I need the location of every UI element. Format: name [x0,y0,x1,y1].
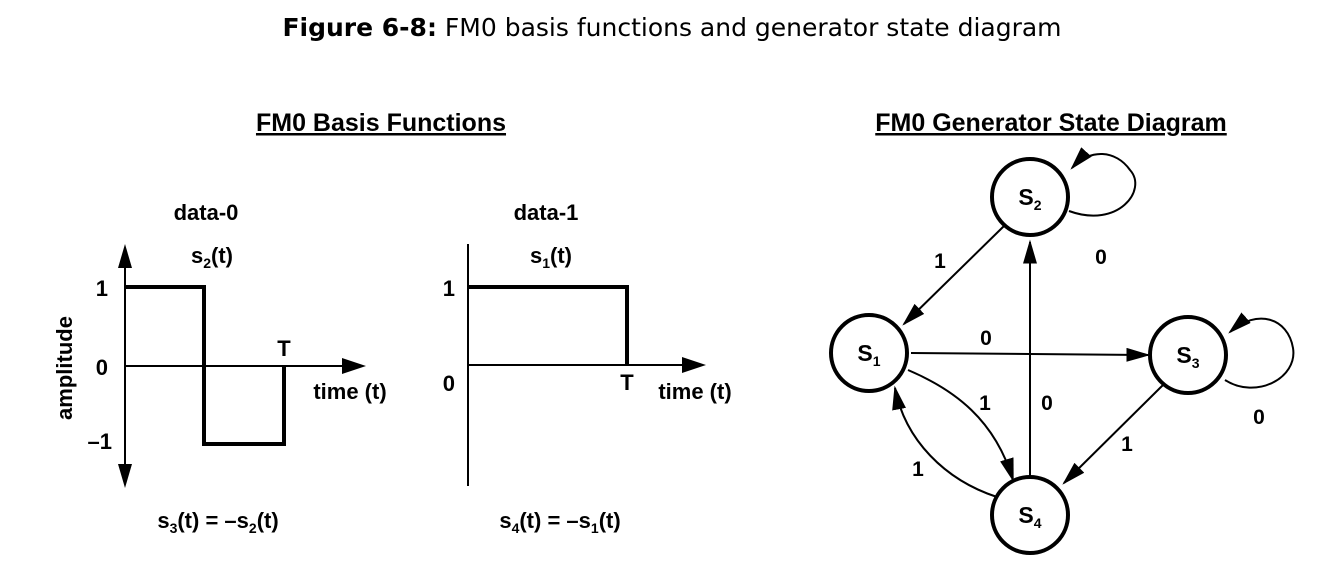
state-diagram-heading: FM0 Generator State Diagram [875,109,1227,137]
data0-tick-minus1: –1 [88,429,112,454]
data0-y-axis-arrow-down [118,464,132,488]
data0-plot: data-0 s2(t) 1 0 –1 T time (t) s3(t) = –… [88,200,387,536]
state-s3-label: S3 [1176,342,1199,371]
data1-tick-1: 1 [443,276,455,301]
edge-s1-to-s4 [907,369,1014,483]
edge-s3-to-s4 [1062,383,1165,485]
basis-functions-heading: FM0 Basis Functions [256,109,506,137]
edge-label-s4-to-s1: 1 [912,458,924,481]
data1-title: data-1 [514,200,579,225]
edge-s2-self-loop [1068,147,1137,217]
data0-x-axis-label: time (t) [313,379,386,404]
data1-relation: s4(t) = –s1(t) [499,508,620,536]
data0-title: data-0 [174,200,239,225]
data1-x-axis-label: time (t) [658,379,731,404]
edge-s2-to-s1 [902,225,1005,326]
edge-label-s2-to-s1: 1 [934,250,946,273]
edge-s3-self-loop [1224,312,1295,389]
data1-x-axis-arrow [682,357,706,373]
state-s1: S1 [829,313,909,393]
data0-tick-1: 1 [96,276,108,301]
state-s2: S2 [990,157,1070,237]
caption-text: FM0 basis functions and generator state … [437,13,1062,42]
edge-label-s3-to-s4: 1 [1121,433,1133,456]
data0-relation: s3(t) = –s2(t) [157,508,278,536]
edge-label-s1-to-s4: 1 [979,392,991,415]
figure-caption: Figure 6-8: FM0 basis functions and gene… [282,13,1061,42]
amplitude-axis-label: amplitude [52,316,77,420]
state-s1-label: S1 [857,340,880,369]
edge-label-s1-to-s3: 0 [980,327,992,350]
data1-waveform [468,285,629,365]
edge-label-s2-self: 0 [1095,246,1107,269]
data1-function-label: s1(t) [530,243,572,271]
caption-label: Figure 6-8: [282,13,437,42]
data1-tick-0: 0 [443,371,455,396]
edge-label-s4-to-s2: 0 [1041,392,1053,415]
state-s4: S4 [990,475,1070,555]
data0-waveform [125,285,286,446]
state-diagram: 1 0 0 0 1 0 1 1 S2 S1 S3 S4 [829,147,1295,555]
edge-s4-to-s1 [892,385,998,498]
data1-plot: data-1 s1(t) 1 0 T time (t) s4(t) = –s1(… [443,200,732,536]
data0-T-label: T [277,336,291,361]
edge-label-s3-self: 0 [1253,406,1265,429]
state-s3: S3 [1148,315,1228,395]
state-s4-label: S4 [1018,502,1041,531]
data0-y-axis-arrow-up [118,244,132,268]
data0-tick-0: 0 [96,355,108,380]
state-s2-label: S2 [1018,184,1041,213]
data0-function-label: s2(t) [191,243,233,271]
data0-x-axis-arrow [342,358,366,374]
data1-T-label: T [620,370,634,395]
